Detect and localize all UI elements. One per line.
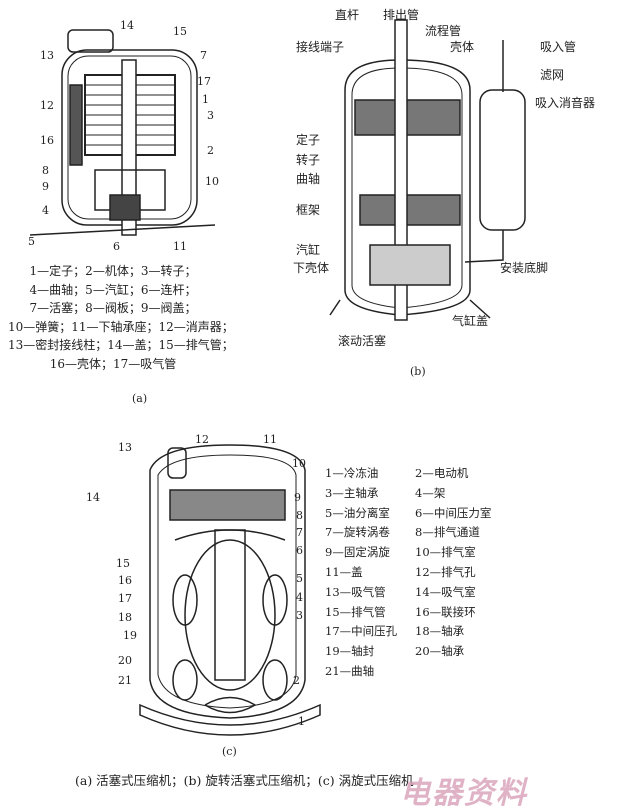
- label-number: 1: [202, 93, 209, 106]
- label-cylinder: 汽缸: [296, 243, 321, 257]
- label-number: 5: [296, 572, 303, 585]
- legend-item: 2—电动机: [415, 466, 469, 480]
- legend-item: 14—吸气室: [415, 584, 476, 599]
- label-number: 12: [195, 433, 209, 446]
- piston-compressor-drawing: [29, 29, 216, 236]
- label-straight-rod: 直杆: [335, 8, 360, 22]
- legend-line: 7—活塞；8—阀板；9—阀盖；: [29, 301, 197, 315]
- label-terminal: 接线端子: [296, 40, 345, 54]
- legend-item: 9—固定涡旋: [325, 545, 390, 560]
- legend-item: 20—轴承: [415, 644, 465, 659]
- legend-item: 17—中间压孔: [325, 624, 398, 639]
- legend-item: 13—吸气管: [325, 584, 386, 599]
- label-number: 14: [86, 491, 100, 504]
- label-shell: 壳体: [450, 40, 475, 54]
- label-number: 10: [292, 457, 306, 470]
- label-number: 16: [40, 134, 54, 147]
- legend-item: 21—曲轴: [325, 663, 375, 678]
- label-number: 8: [42, 164, 49, 177]
- legend-item: 4—架: [415, 485, 446, 500]
- label-number: 14: [120, 19, 134, 32]
- label-number: 12: [40, 99, 54, 112]
- label-number: 8: [296, 509, 303, 522]
- label-number: 3: [207, 109, 214, 122]
- label-number: 19: [123, 629, 137, 642]
- label-process-pipe: 流程管: [425, 24, 462, 38]
- label-rotor: 转子: [296, 153, 321, 167]
- legend-line: 13—密封接线柱；14—盖；15—排气管；: [8, 338, 234, 352]
- label-frame: 框架: [296, 203, 321, 217]
- legend-item: 5—油分离室: [325, 505, 390, 520]
- label-lower-shell: 下壳体: [293, 261, 330, 275]
- legend-a: 1—定子；2—机体；3—转子； 4—曲轴；5—汽缸；6—连杆； 7—活塞；8—阀…: [8, 262, 234, 373]
- label-cylinder-cover: 气缸盖: [452, 314, 489, 328]
- label-number: 4: [296, 591, 303, 604]
- label-number: 15: [116, 557, 130, 570]
- label-number: 17: [118, 592, 132, 605]
- label-filter: 滤网: [540, 68, 565, 82]
- label-number: 6: [113, 240, 120, 253]
- label-number: 5: [28, 235, 35, 248]
- legend-item: 19—轴封: [325, 644, 375, 659]
- label-number: 7: [200, 49, 207, 62]
- label-discharge-pipe: 排出管: [383, 8, 420, 22]
- caption-a: (a): [132, 392, 148, 405]
- legend-line: 1—定子；2—机体；3—转子；: [29, 264, 197, 278]
- label-stator: 定子: [296, 133, 321, 147]
- label-suction-muffler: 吸入消音器: [535, 96, 596, 110]
- legend-item: 11—盖: [325, 564, 363, 579]
- caption-b: (b): [410, 365, 426, 378]
- label-number: 9: [294, 491, 301, 504]
- label-number: 17: [197, 75, 211, 88]
- label-number: 16: [118, 574, 132, 587]
- label-number: 2: [207, 144, 214, 157]
- label-number: 13: [118, 441, 132, 454]
- label-number: 15: [173, 25, 187, 38]
- label-mounting-foot: 安装底脚: [500, 261, 549, 275]
- label-number: 20: [118, 654, 132, 667]
- label-number: 7: [296, 526, 303, 539]
- legend-item: 1—冷冻油: [325, 466, 379, 480]
- label-number: 18: [118, 611, 132, 624]
- legend-item: 3—主轴承: [325, 485, 379, 500]
- watermark-logo: 电器资料: [400, 776, 528, 806]
- legend-item: 16—联接环: [415, 604, 476, 619]
- label-number: 3: [296, 609, 303, 622]
- legend-line: 4—曲轴；5—汽缸；6—连杆；: [29, 282, 197, 297]
- label-number: 10: [205, 175, 219, 188]
- legend-line: 10—弹簧；11—下轴承座；12—消声器；: [8, 319, 234, 334]
- label-number: 1: [298, 715, 305, 728]
- label-crankshaft: 曲轴: [296, 172, 321, 186]
- label-suction-pipe: 吸入管: [540, 40, 577, 54]
- label-number: 21: [118, 674, 132, 687]
- figure-caption: (a) 活塞式压缩机；(b) 旋转活塞式压缩机；(c) 涡旋式压缩机: [75, 773, 414, 788]
- label-number: 11: [173, 240, 187, 253]
- legend-item: 12—排气孔: [415, 564, 476, 579]
- label-number: 4: [42, 204, 49, 217]
- label-number: 2: [293, 674, 300, 687]
- legend-c: 1—冷冻油 2—电动机 3—主轴承 4—架 5—油分离室 6—中间压力室 7—旋转涡卷…: [325, 465, 505, 679]
- legend-item: 8—排气通道: [415, 525, 480, 540]
- label-number: 13: [40, 49, 54, 62]
- scroll-compressor-drawing: [139, 444, 321, 736]
- caption-c: (c): [222, 745, 237, 758]
- label-rolling-piston: 滚动活塞: [338, 334, 387, 348]
- legend-line: 16—壳体；17—吸气管: [49, 356, 177, 371]
- label-number: 6: [296, 544, 303, 557]
- label-number: 9: [42, 180, 49, 193]
- legend-item: 7—旋转涡卷: [325, 525, 390, 540]
- legend-item: 6—中间压力室: [415, 505, 492, 520]
- legend-item: 15—排气管: [325, 604, 386, 619]
- legend-item: 10—排气室: [415, 545, 476, 560]
- rotary-compressor-drawing: [329, 19, 526, 321]
- legend-item: 18—轴承: [415, 624, 465, 639]
- label-number: 11: [263, 433, 277, 446]
